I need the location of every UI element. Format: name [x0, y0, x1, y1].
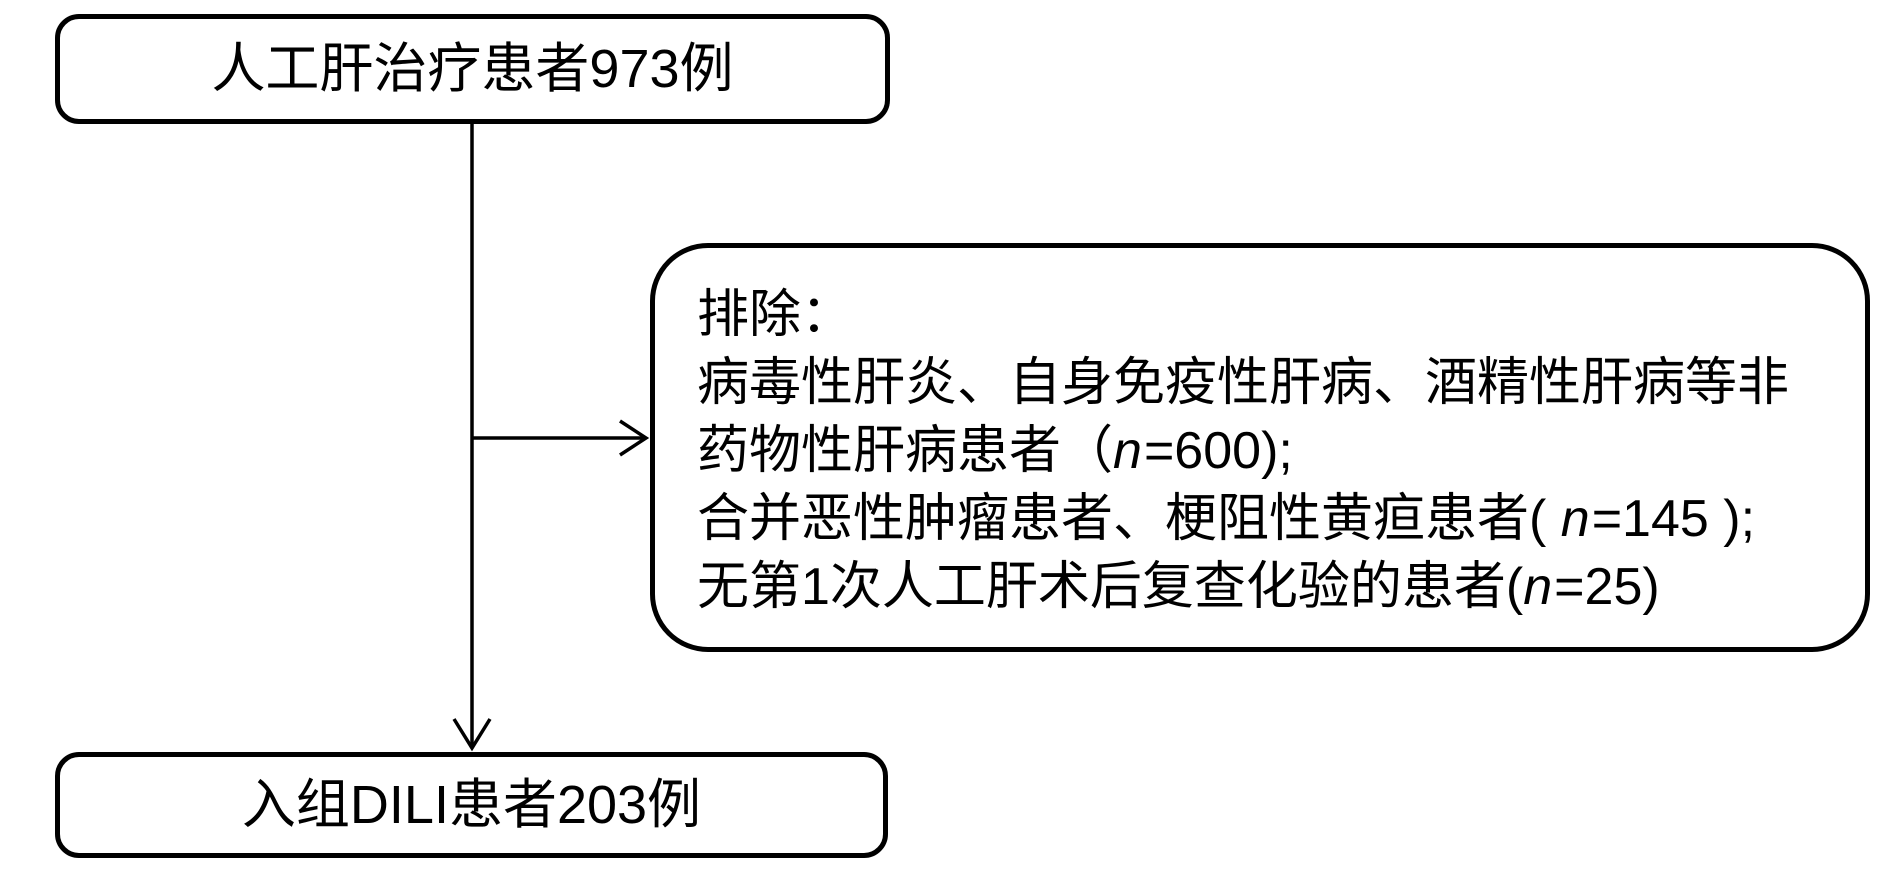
- exclusion-text-segment: =25): [1554, 558, 1660, 616]
- italic-n-variable: n: [1560, 490, 1590, 548]
- exclusion-text-segment: 合并恶性肿瘤患者、梗阻性黄疸患者(: [697, 490, 1561, 548]
- italic-n-variable: n: [1523, 558, 1553, 616]
- exclusion-text-segment: =145 );: [1591, 490, 1756, 548]
- exclusion-lines: 排除：病毒性肝炎、自身免疫性肝病、酒精性肝病等非药物性肝病患者（n=600);合…: [697, 281, 1835, 621]
- arrowhead-right-icon: [619, 419, 650, 457]
- node-exclusion-criteria: 排除：病毒性肝炎、自身免疫性肝病、酒精性肝病等非药物性肝病患者（n=600);合…: [650, 243, 1870, 652]
- exclusion-line: 病毒性肝炎、自身免疫性肝病、酒精性肝病等非: [697, 349, 1835, 417]
- exclusion-line: 排除：: [697, 281, 1835, 349]
- exclusion-text-segment: =600);: [1143, 422, 1293, 480]
- node-label: 入组DILI患者203例: [241, 775, 702, 835]
- exclusion-text-segment: 排除：: [697, 286, 854, 344]
- node-label: 人工肝治疗患者973例: [211, 39, 734, 99]
- exclusion-text-segment: 病毒性肝炎、自身免疫性肝病、酒精性肝病等非: [697, 354, 1790, 412]
- exclusion-line: 无第1次人工肝术后复查化验的患者(n=25): [697, 553, 1835, 621]
- node-enrolled-dili-patients: 入组DILI患者203例: [55, 752, 888, 858]
- exclusion-text-segment: 无第1次人工肝术后复查化验的患者(: [697, 558, 1524, 616]
- arrowhead-down-icon: [452, 718, 492, 752]
- exclusion-line: 合并恶性肿瘤患者、梗阻性黄疸患者( n=145 );: [697, 485, 1835, 553]
- node-artificial-liver-patients: 人工肝治疗患者973例: [55, 14, 890, 124]
- exclusion-line: 药物性肝病患者（n=600);: [697, 417, 1835, 485]
- exclusion-text-segment: 药物性肝病患者（: [697, 422, 1114, 480]
- italic-n-variable: n: [1113, 422, 1142, 480]
